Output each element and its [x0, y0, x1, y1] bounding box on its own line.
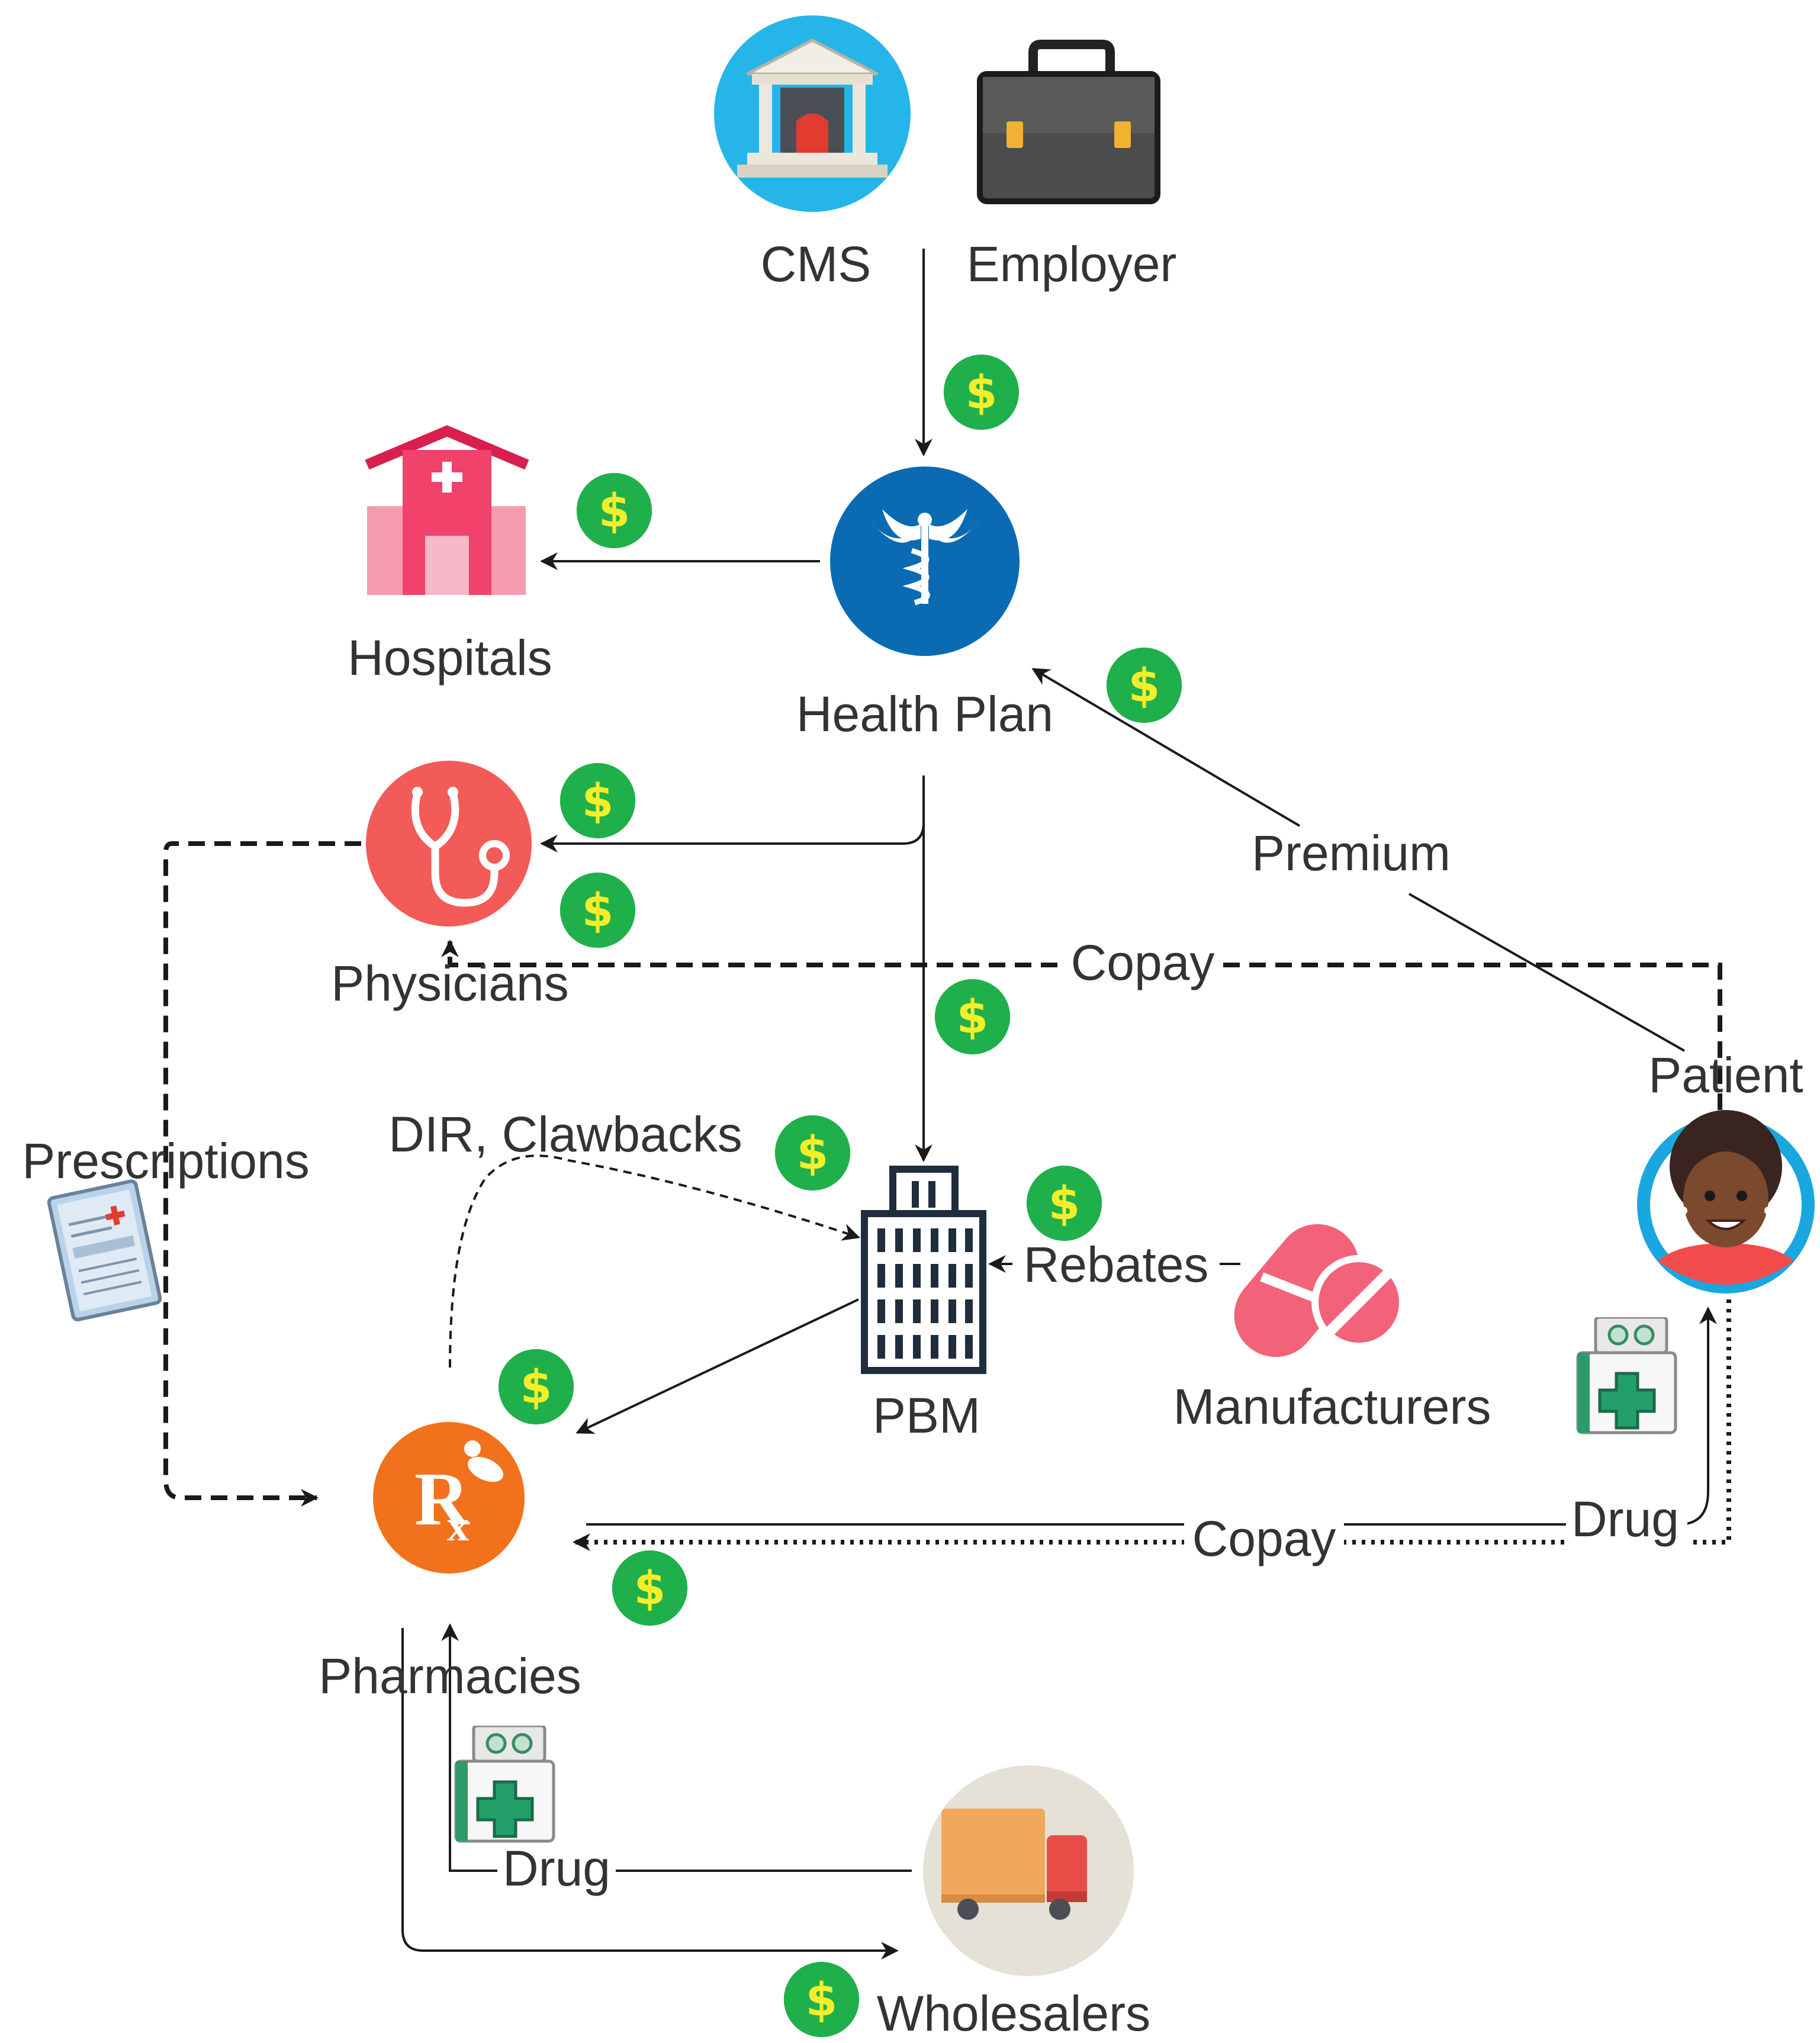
patient-avatar-icon	[1637, 1110, 1815, 1294]
edge-patient-to-health-plan-premium	[1031, 668, 1301, 827]
hospitals-label: Hospitals	[348, 630, 552, 686]
pbm-label: PBM	[873, 1388, 980, 1443]
svg-text:R: R	[414, 1457, 470, 1541]
pharmacies-label: Pharmacies	[319, 1648, 581, 1704]
wholesalers-label: Wholesalers	[877, 1986, 1150, 2041]
edge-wholesalers-to-pharmacies-drug	[441, 1623, 912, 1872]
svg-text:x: x	[447, 1502, 469, 1550]
hospital-icon	[365, 425, 529, 595]
edge-pharmacies-to-pbm-dir-clawbacks	[449, 1154, 860, 1368]
edge-physicians-to-pharmacies-prescriptions	[163, 841, 361, 1507]
dollar-coin-icon	[1106, 647, 1182, 723]
dollar-coin-icon	[774, 1115, 851, 1191]
manufacturers-label: Manufacturers	[1173, 1379, 1491, 1434]
dir-clawbacks-label: DIR, Clawbacks	[388, 1106, 742, 1162]
stethoscope-icon	[366, 761, 532, 926]
employer-label: Employer	[967, 236, 1177, 292]
dollar-coin-icon	[934, 979, 1011, 1055]
rx-icon: R x	[373, 1422, 525, 1574]
dollar-coin-icon	[612, 1550, 688, 1626]
health-plan-label: Health Plan	[796, 686, 1053, 742]
patient-label: Patient	[1648, 1047, 1803, 1103]
copay-pharmacy-label: Copay	[1192, 1511, 1336, 1566]
pills-icon	[1234, 1224, 1406, 1357]
dollar-coin-icon	[559, 872, 636, 948]
premium-label: Premium	[1252, 825, 1451, 881]
drug-wholesale-label: Drug	[503, 1841, 610, 1896]
copay-physician-label: Copay	[1071, 935, 1215, 990]
medicine-box-icon	[456, 1726, 554, 1841]
dollar-coin-icon	[559, 762, 636, 839]
drug-patient-label: Drug	[1571, 1491, 1679, 1547]
edge-patient-to-pharmacies-copay	[573, 1299, 1731, 1551]
caduceus-icon	[830, 466, 1020, 656]
government-building-icon	[714, 15, 911, 212]
edge-patient-to-health-plan-segment-1	[1409, 893, 1685, 1052]
rebates-label: Rebates	[1024, 1237, 1209, 1292]
edge-pharmacies-to-wholesalers	[401, 1628, 899, 1960]
physicians-label: Physicians	[331, 955, 569, 1011]
dollar-coin-icon	[1026, 1165, 1102, 1241]
prescriptions-label: Prescriptions	[22, 1133, 310, 1189]
cms-label: CMS	[761, 236, 872, 292]
prescription-document-icon	[47, 1179, 162, 1322]
dollar-coin-icon	[943, 354, 1020, 430]
office-building-icon	[861, 1166, 986, 1374]
delivery-truck-icon	[923, 1765, 1134, 1976]
medicine-box-icon	[1578, 1317, 1676, 1433]
edge-labels: Premium Copay DIR, Clawbacks Rebates Dru…	[388, 825, 1687, 1897]
briefcase-icon	[977, 40, 1160, 204]
edge-pharmacies-to-patient-drug	[586, 1307, 1717, 1526]
dollar-coin-icon	[498, 1349, 574, 1425]
dollar-coin-icon	[783, 1961, 860, 2038]
edge-pbm-to-pharmacies	[575, 1298, 859, 1434]
dollar-coin-icon	[576, 472, 652, 549]
